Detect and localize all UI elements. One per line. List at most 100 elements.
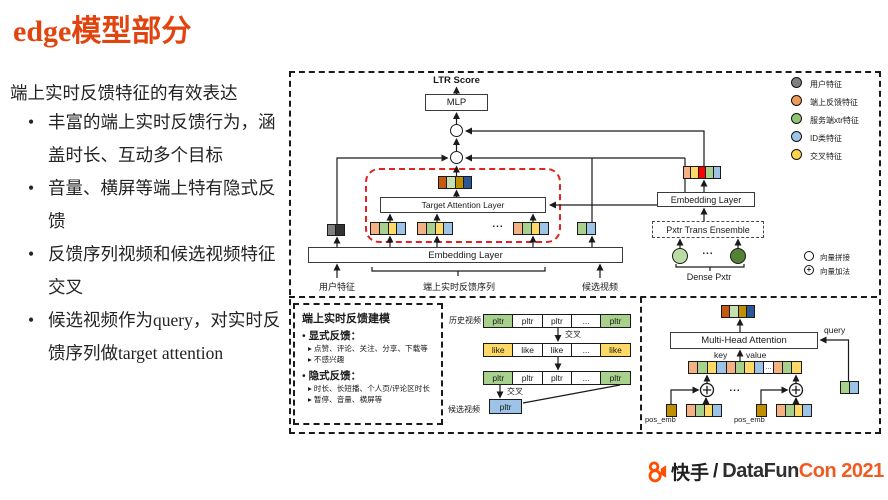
pos-emb-cell-1 xyxy=(666,404,677,417)
concat-node-lower xyxy=(450,151,463,164)
sequence-cell: pltr xyxy=(483,314,514,328)
mha-output-embedding xyxy=(721,305,756,318)
concat-node-upper xyxy=(450,124,463,137)
legend-server-xtr-label: 服务端xtr特征 xyxy=(810,116,859,125)
diagram-horizontal-divider xyxy=(289,296,877,298)
sequence-cell: pltr xyxy=(541,314,573,328)
sequence-cell: ... xyxy=(570,371,602,385)
embedding-cell xyxy=(666,404,677,417)
legend-concat-icon xyxy=(804,251,814,261)
explicit-feedback-item: 不感兴趣 xyxy=(302,354,434,365)
bullet-item: 反馈序列视频和候选视频特征交叉 xyxy=(10,238,282,304)
feedback-box-title: 端上实时反馈建模 xyxy=(302,313,390,325)
embedding-cell xyxy=(791,361,803,374)
query-embedding xyxy=(840,381,859,394)
diagram-vertical-divider xyxy=(640,297,642,430)
legend-user-feature-dot xyxy=(791,77,802,88)
embedding-layer-box: Embedding Layer xyxy=(308,247,623,263)
embedding-cell xyxy=(712,166,722,179)
pos-groups-ellipsis: ... xyxy=(729,383,741,394)
kuaishou-wordmark: 快手 xyxy=(671,463,710,484)
legend-add-label: 向量加法 xyxy=(820,267,850,276)
sequence-cell: pltr xyxy=(512,371,543,385)
dense-pxtr-circle-dark xyxy=(730,248,746,264)
sequence-cell: pltr xyxy=(483,371,514,385)
dense-pxtr-ellipsis: ... xyxy=(702,246,714,257)
bullet-item: 音量、横屏等端上特有隐式反馈 xyxy=(10,172,282,238)
sequence-cell: pltr xyxy=(600,314,631,328)
bullet-item: 丰富的端上实时反馈行为，涵盖时长、互动多个目标 xyxy=(10,106,282,172)
explicit-feedback-heading: 显式反馈： xyxy=(302,328,434,343)
pxtr-trans-ensemble-box: Pxtr Trans Ensemble xyxy=(652,221,764,238)
pxtr-embedding xyxy=(683,166,722,179)
pos-emb-label-2: pos_emb xyxy=(734,415,765,424)
implicit-feedback-item: 暂停、音量、横屏等 xyxy=(302,394,434,405)
sequence-cell: ... xyxy=(570,343,602,357)
candidate-video-input-label: 候选视频 xyxy=(581,282,618,292)
page-title: edge模型部分 xyxy=(13,6,191,50)
explicit-feedback-item: 点赞、评论、关注、分享、下载等 xyxy=(302,343,434,354)
sequence-cell: pltr xyxy=(512,314,543,328)
cross-label-2: 交叉 xyxy=(507,387,523,396)
embedding-cell xyxy=(756,404,767,417)
legend-id-feature-dot xyxy=(791,131,802,142)
sequence-cell: pltr xyxy=(600,371,631,385)
legend-cross-feature-label: 交叉特征 xyxy=(810,152,842,161)
embedding-cell xyxy=(539,222,550,235)
legend-id-feature-label: ID类特征 xyxy=(810,134,842,143)
page-title-text: edge模型部分 xyxy=(13,15,192,48)
slide-subtitle: 端上实时反馈特征的有效表达 xyxy=(10,83,238,103)
pos-input-embedding-1 xyxy=(686,404,723,417)
legend-cross-feature-dot xyxy=(791,149,802,160)
sequence-embedding-1 xyxy=(370,222,407,235)
multi-head-attention-box: Multi-Head Attention xyxy=(670,332,818,349)
user-feature-embedding xyxy=(327,224,345,236)
user-feature-input-label: 用户特征 xyxy=(318,282,355,292)
embedding-cell xyxy=(802,404,813,417)
dense-pxtr-circle-light xyxy=(672,248,688,264)
datafuncon-year: Con 2021 xyxy=(798,460,884,482)
implicit-feedback-heading: 隐式反馈： xyxy=(302,368,434,383)
target-attention-layer-box: Target Attention Layer xyxy=(380,197,546,213)
legend-user-feature-label: 用户特征 xyxy=(810,80,842,89)
sequence-cell: like xyxy=(483,343,514,357)
sequence-cell: like xyxy=(600,343,631,357)
embedding-cell xyxy=(848,381,859,394)
sequence-embedding-3 xyxy=(513,222,550,235)
embedding-cell xyxy=(443,222,454,235)
sequence-ellipsis: ... xyxy=(492,219,504,230)
sequence-cell: pltr xyxy=(541,371,573,385)
candidate-video-row-label: 候选视频 xyxy=(448,405,480,414)
ltr-score-label: LTR Score xyxy=(433,75,480,86)
pos-emb-cell-2 xyxy=(756,404,767,417)
implicit-feedback-item: 时长、长短播、个人页/评论区时长 xyxy=(302,383,434,394)
kuaishou-logo-icon xyxy=(648,461,667,483)
embedding-cell xyxy=(745,305,756,318)
sequence-cell: like xyxy=(541,343,573,357)
embedding-cell xyxy=(585,222,596,235)
embedding-cell xyxy=(462,176,473,189)
bullet-item: 候选视频作为query，对实时反馈序列做target attention xyxy=(10,304,282,370)
edge-feedback-modeling-box: 端上实时反馈建模 显式反馈： 点赞、评论、关注、分享、下载等 不感兴趣 隐式反馈… xyxy=(293,303,443,425)
legend-concat-label: 向量拼接 xyxy=(820,253,850,262)
legend-edge-feedback-label: 端上反馈特征 xyxy=(810,98,858,107)
footer-separator: / xyxy=(713,460,719,482)
footer-brand: 快手 / DataFun Con 2021 xyxy=(645,458,884,485)
datafun-wordmark: DataFun xyxy=(722,460,799,482)
legend-server-xtr-dot xyxy=(791,113,802,124)
embedding-cell xyxy=(335,224,345,236)
legend-edge-feedback-dot xyxy=(791,95,802,106)
pos-emb-label-1: pos_emb xyxy=(645,415,676,424)
query-label: query xyxy=(824,325,846,335)
key-value-embedding-strip: ... xyxy=(688,361,803,374)
value-label: value xyxy=(746,350,767,360)
target-attention-output-embedding xyxy=(438,176,473,189)
cross-label-1: 交叉 xyxy=(565,330,581,339)
key-label: key xyxy=(714,350,728,360)
candidate-embedding xyxy=(577,222,596,235)
sequence-embedding-2 xyxy=(417,222,454,235)
bullet-list: 丰富的端上实时反馈行为，涵盖时长、互动多个目标 音量、横屏等端上特有隐式反馈 反… xyxy=(10,106,282,370)
